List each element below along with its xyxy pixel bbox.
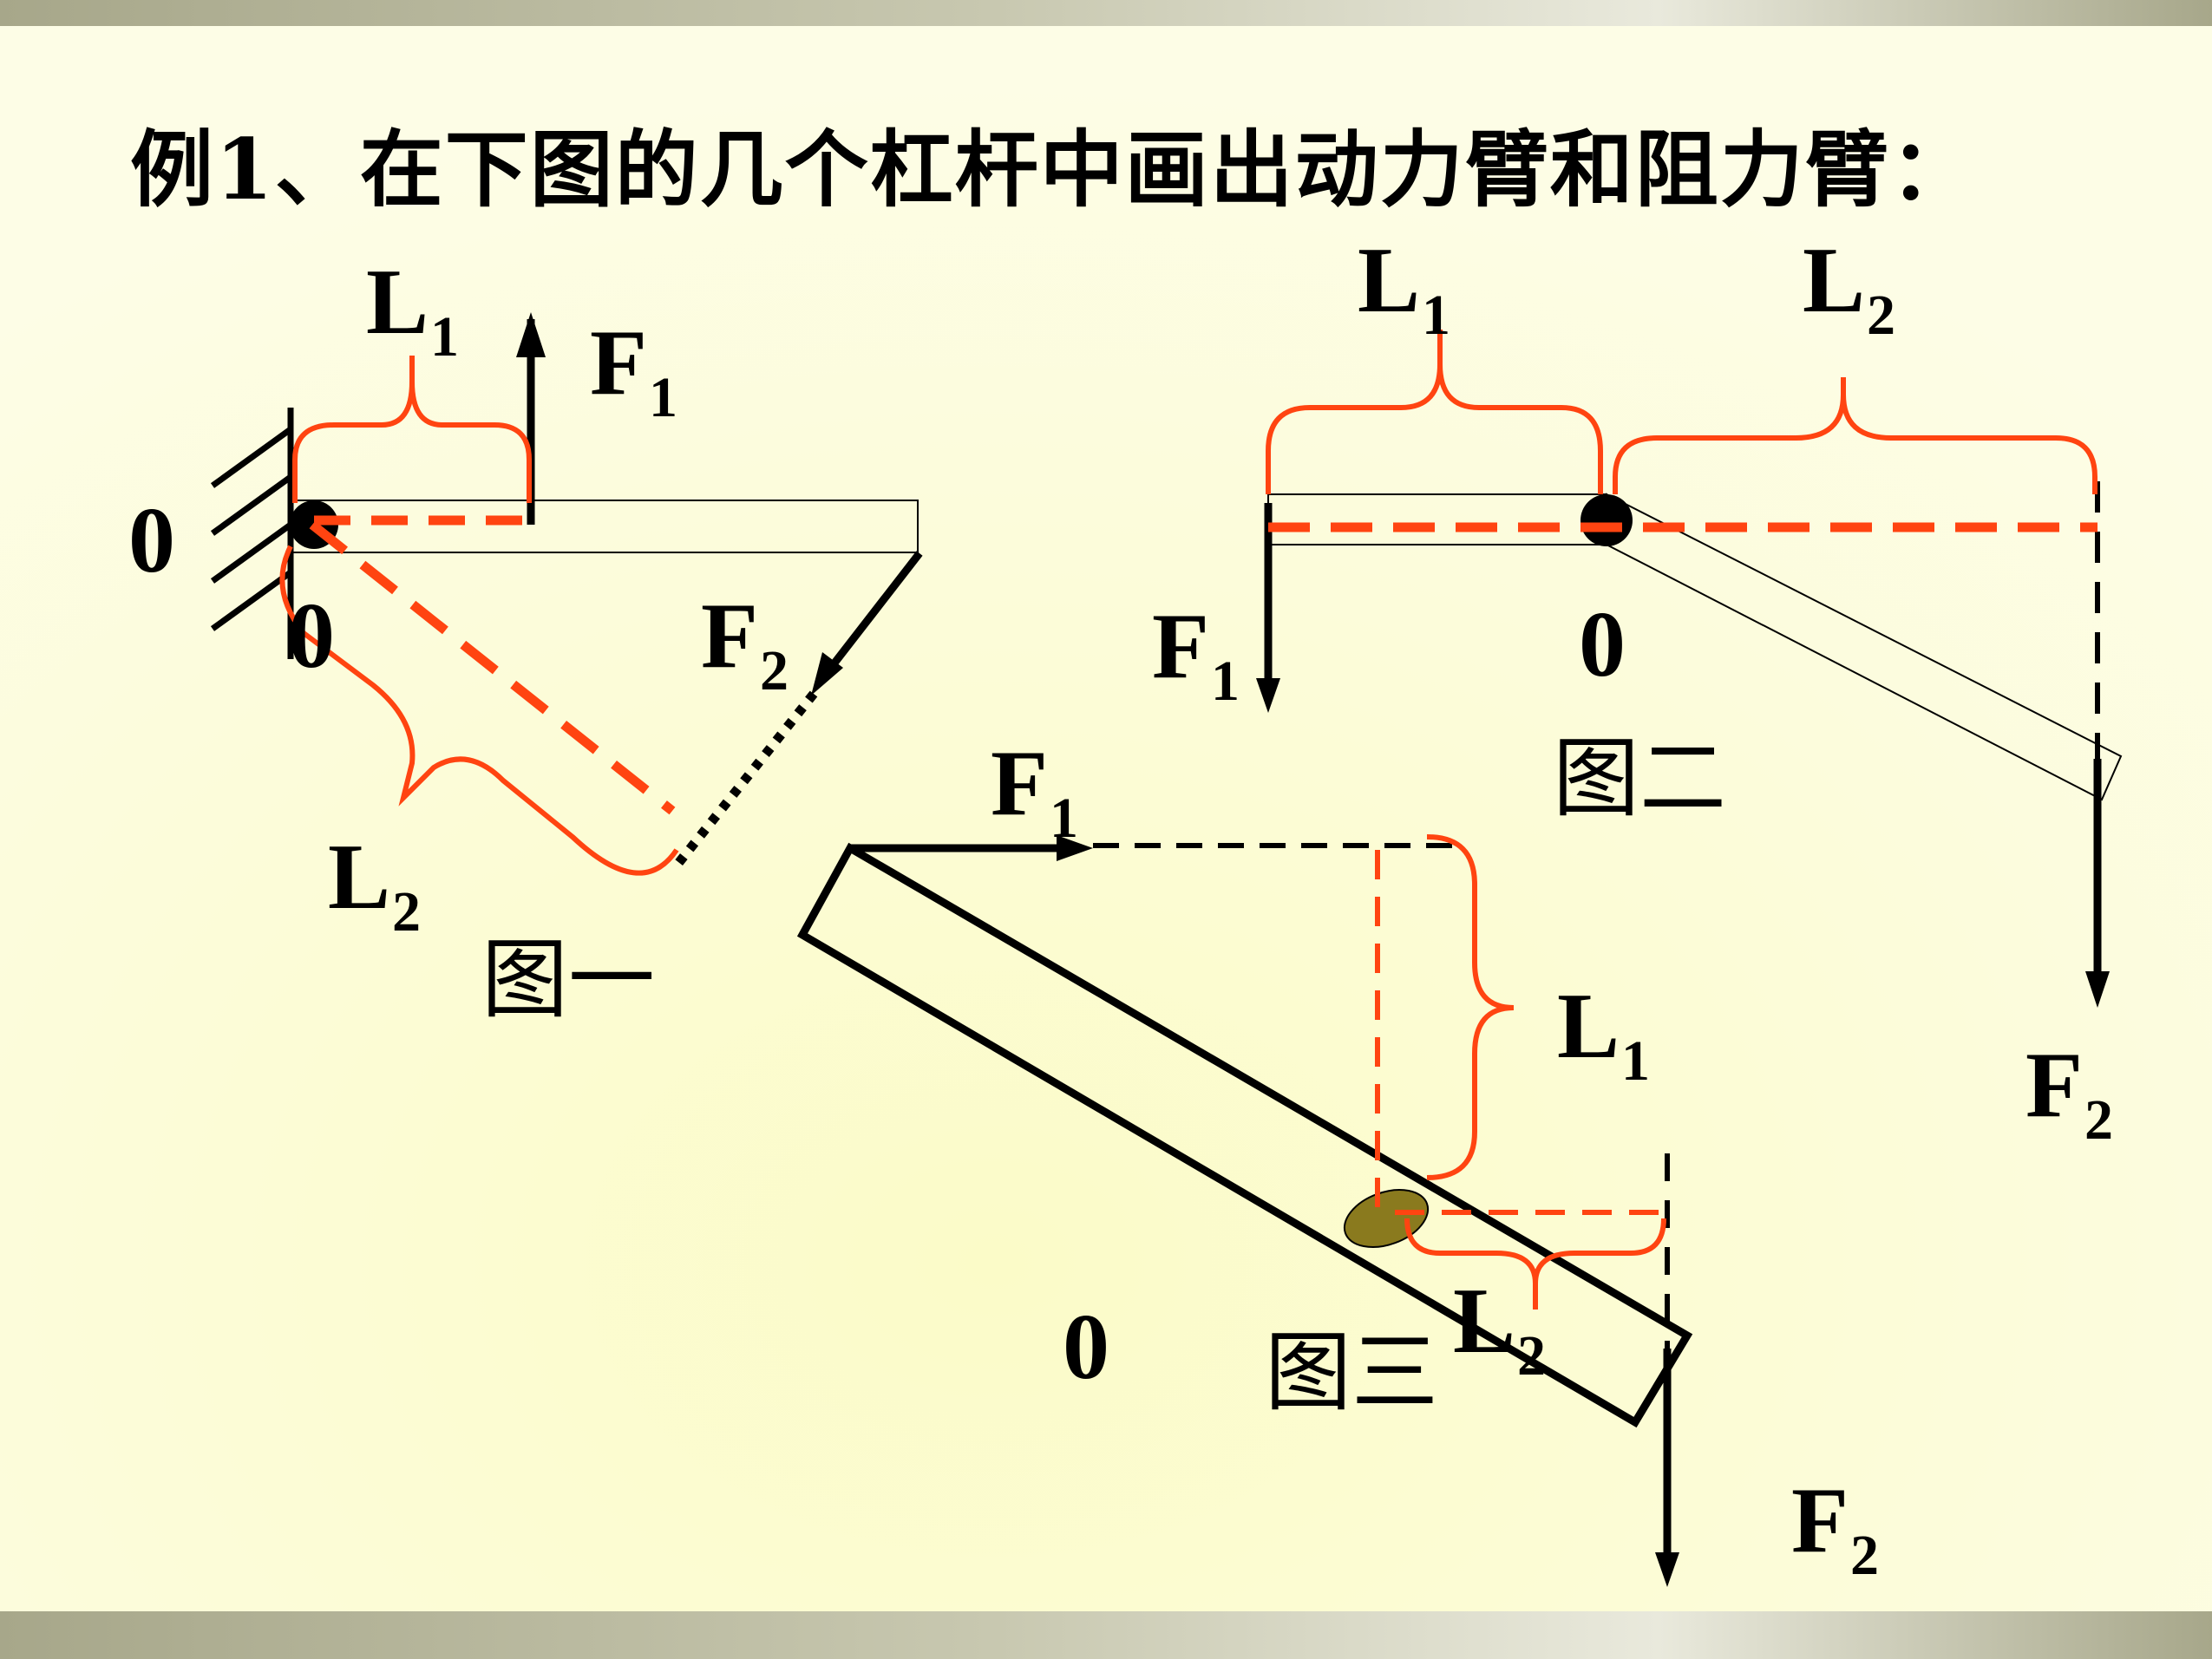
fig1-label-l1: L1 — [366, 251, 460, 369]
fig1-caption: 图一 — [481, 929, 655, 1030]
fig1-wall-hatching — [210, 427, 293, 631]
top-decor-bar — [0, 0, 2212, 26]
fig1-pivot-label-outer: 0 — [128, 489, 175, 592]
fig2-fulcrum — [1580, 494, 1633, 546]
fig1-brace-l1 — [292, 356, 532, 503]
page-title: 例1、在下图的几个杠杆中画出动力臂和阻力臂： — [130, 121, 1975, 219]
fig1-force-f1-arrowhead — [516, 312, 546, 357]
fig3-caption: 图三 — [1265, 1322, 1438, 1423]
fig2-label-f1: F1 — [1152, 595, 1240, 713]
fig2-caption: 图二 — [1553, 728, 1726, 829]
fig2-label-f2: F2 — [2025, 1034, 2113, 1152]
fig2-label-l2: L2 — [1803, 229, 1896, 347]
fig3-brace-l2 — [1404, 1218, 1666, 1310]
bottom-decor-bar — [0, 1611, 2212, 1659]
fig1-label-f1: F1 — [590, 311, 677, 429]
fig3-label-f1: F1 — [991, 732, 1078, 850]
fig1-brace-l2 — [279, 545, 679, 876]
fig2-force-f2-arrowhead — [2085, 971, 2110, 1008]
fig3-brace-l1 — [1426, 834, 1515, 1180]
slide-background — [0, 26, 2212, 1611]
fig2-brace-l2 — [1613, 377, 2097, 494]
fig1-arm-l2-dashed — [309, 520, 676, 815]
fig3-lever-bar — [796, 842, 1693, 1428]
figure-3 — [796, 834, 1693, 1587]
fig1-f2-line-of-action — [672, 690, 818, 869]
fig1-pivot-label-inner: 0 — [288, 585, 335, 688]
fig3-label-l1: L1 — [1557, 975, 1651, 1093]
fig1-label-l2: L2 — [328, 826, 422, 944]
fig2-label-l1: L1 — [1358, 229, 1451, 347]
fig3-pivot-label: 0 — [1063, 1296, 1109, 1399]
fig2-brace-l1 — [1266, 330, 1603, 494]
fig2-force-f1-arrowhead — [1256, 678, 1280, 713]
fig1-label-f2: F2 — [701, 585, 789, 702]
fig3-label-l2: L2 — [1453, 1270, 1547, 1388]
fig3-label-f2: F2 — [1791, 1469, 1879, 1587]
fig1-force-f2-arrow — [821, 551, 923, 679]
figure-2 — [1256, 330, 2123, 1008]
fig2-pivot-label: 0 — [1579, 593, 1626, 696]
fig1-force-f2-arrowhead — [811, 652, 843, 696]
fig3-force-f1-arrowhead — [1057, 835, 1093, 861]
figure-1 — [210, 312, 923, 876]
fig3-force-f2-arrowhead — [1655, 1552, 1679, 1587]
